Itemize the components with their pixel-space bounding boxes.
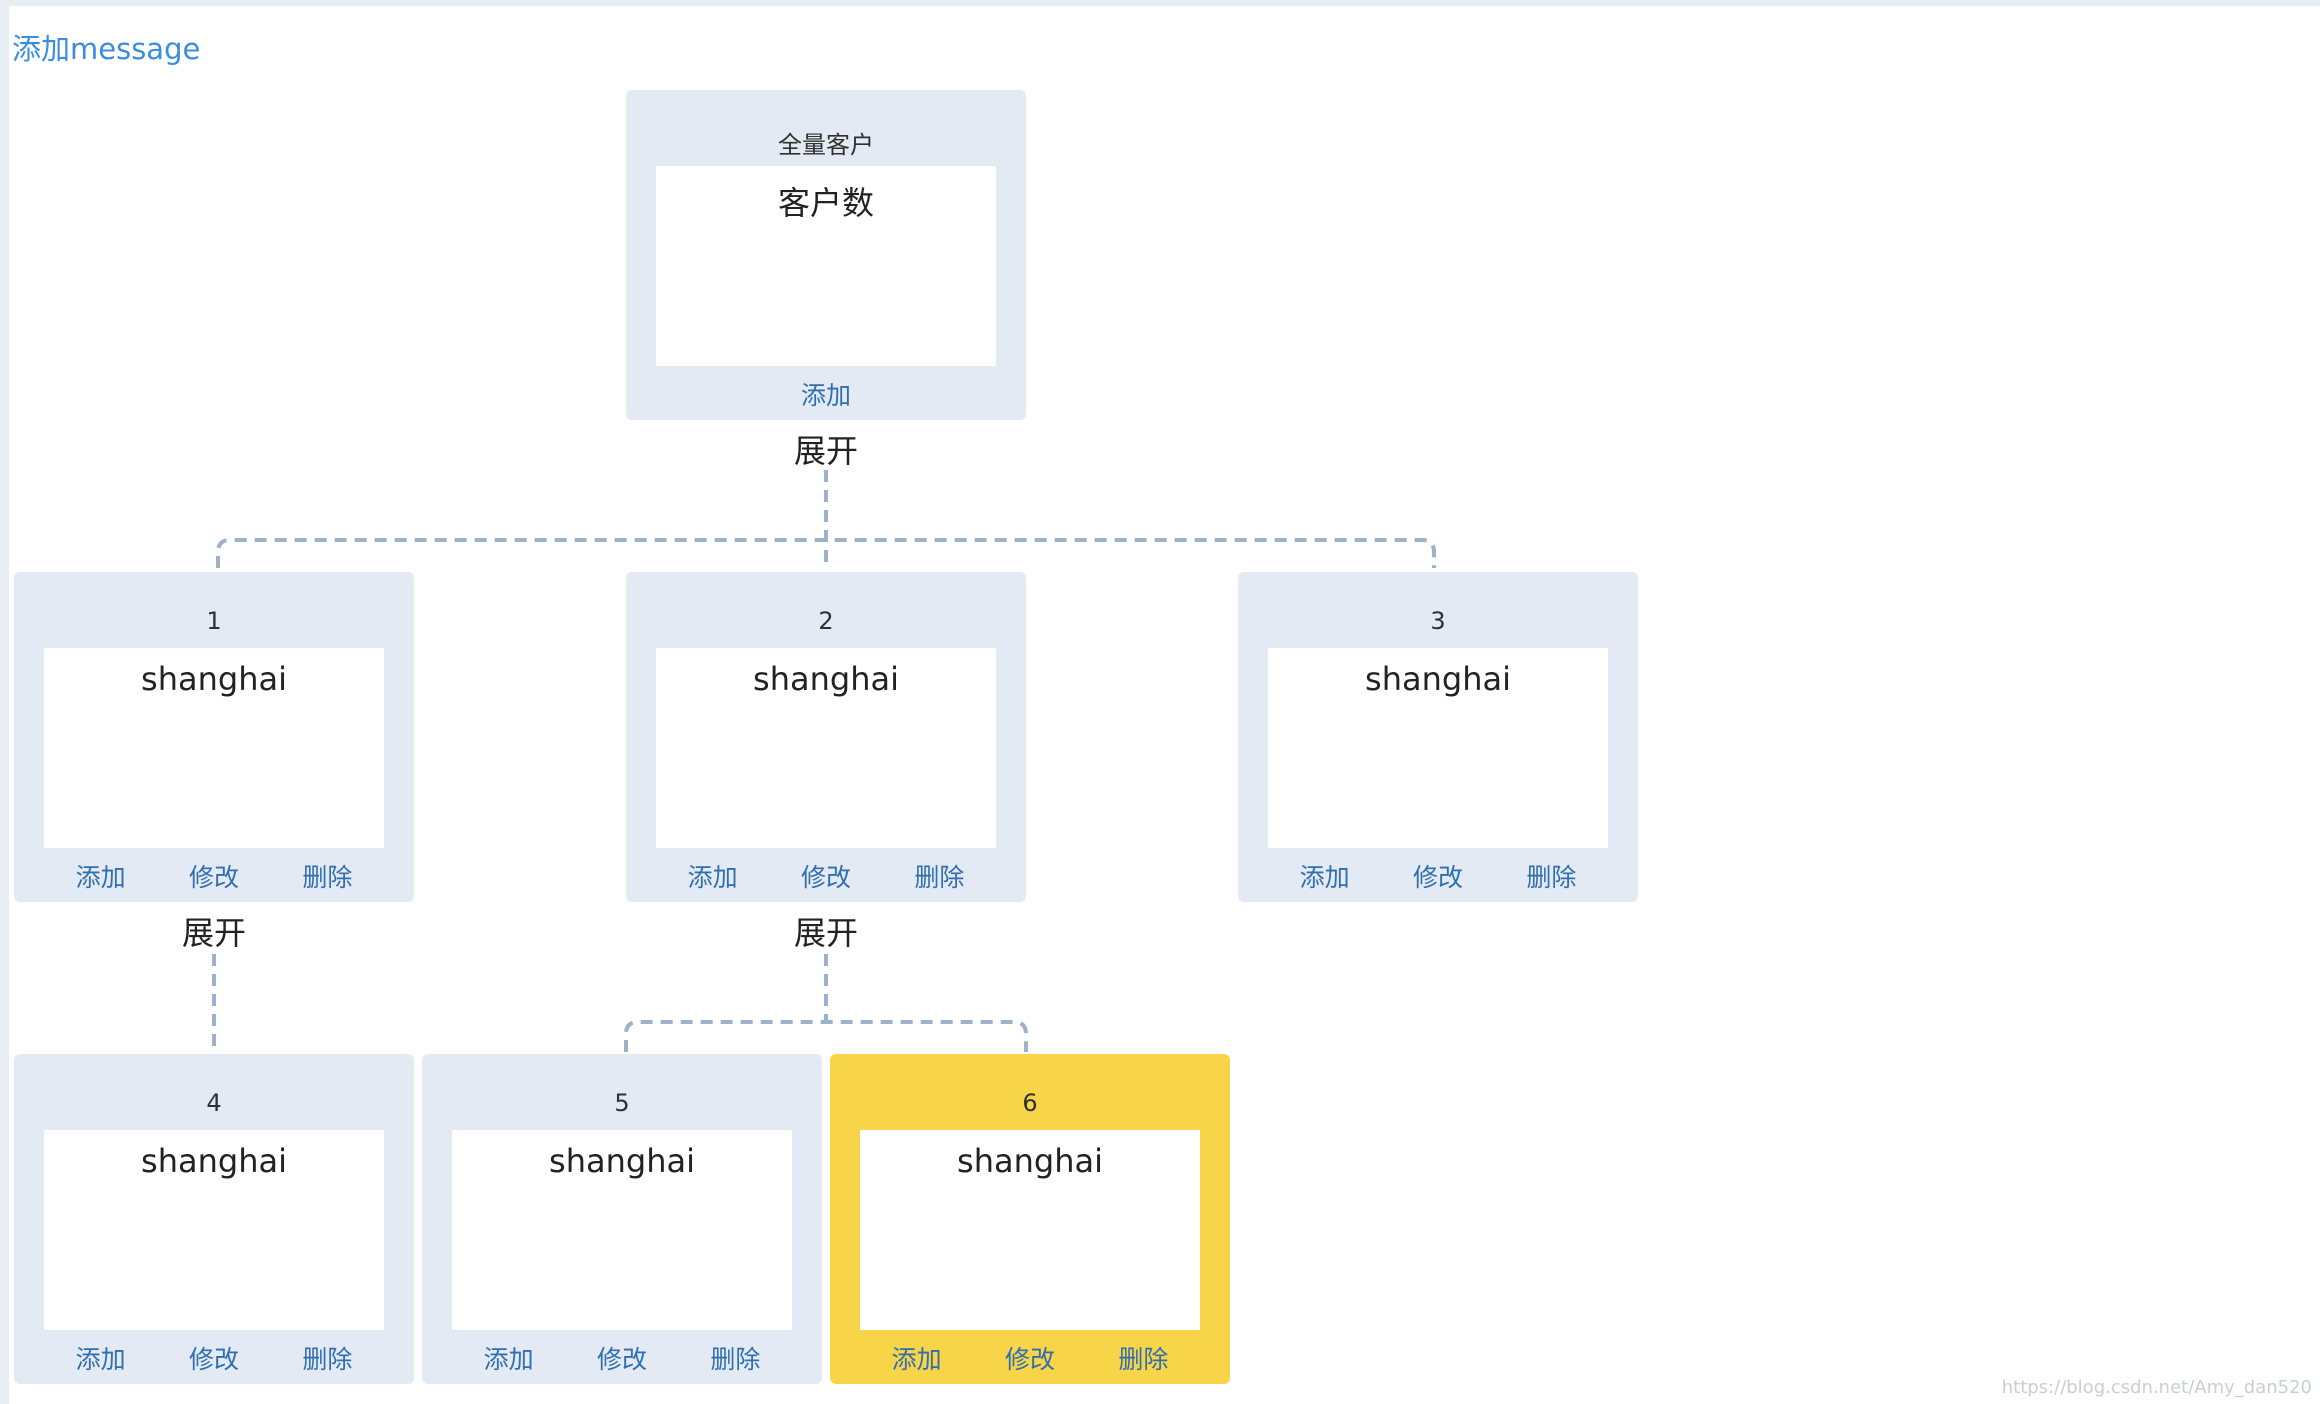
delete-button[interactable]: 删除	[302, 1345, 353, 1374]
add-button[interactable]: 添加	[800, 381, 851, 410]
node-content-box: 客户数	[656, 166, 996, 366]
node-actions: 添加 修改 删除	[44, 858, 384, 894]
tree-node-3[interactable]: 3 shanghai 添加 修改 删除	[1238, 572, 1638, 902]
edit-button[interactable]: 修改	[188, 1345, 239, 1374]
expand-toggle-node-1[interactable]: 展开	[181, 914, 246, 952]
node-title: 全量客户	[778, 131, 874, 159]
edit-button[interactable]: 修改	[188, 863, 239, 892]
tree-node-2[interactable]: 2 shanghai 添加 修改 删除	[626, 572, 1026, 902]
add-button[interactable]: 添加	[891, 1345, 942, 1374]
node-content-box: shanghai	[860, 1130, 1200, 1330]
tree-node-1[interactable]: 1 shanghai 添加 修改 删除	[14, 572, 414, 902]
node-actions: 添加 修改 删除	[44, 1340, 384, 1376]
tree-node-5[interactable]: 5 shanghai 添加 修改 删除	[422, 1054, 822, 1384]
expand-toggle-node-2[interactable]: 展开	[793, 914, 858, 952]
node-content-box: shanghai	[44, 1130, 384, 1330]
tree-node-6-selected[interactable]: 6 shanghai 添加 修改 删除	[830, 1054, 1230, 1384]
connector-level2-bar	[624, 1020, 1028, 1052]
node-title: 5	[614, 1089, 630, 1117]
delete-button[interactable]: 删除	[710, 1345, 761, 1374]
node-content: shanghai	[753, 660, 899, 698]
delete-button[interactable]: 删除	[1118, 1345, 1169, 1374]
delete-button[interactable]: 删除	[302, 863, 353, 892]
edit-button[interactable]: 修改	[1004, 1345, 1055, 1374]
node-actions: 添加 修改 删除	[1268, 858, 1608, 894]
connector-level1-bar	[216, 538, 1436, 568]
edit-button[interactable]: 修改	[1412, 863, 1463, 892]
delete-button[interactable]: 删除	[914, 863, 965, 892]
node-actions: 添加 修改 删除	[452, 1340, 792, 1376]
add-button[interactable]: 添加	[687, 863, 738, 892]
node-title: 4	[206, 1089, 222, 1117]
node-content-box: shanghai	[452, 1130, 792, 1330]
node-content: shanghai	[141, 1142, 287, 1180]
top-border	[0, 0, 2320, 6]
node-content: shanghai	[141, 660, 287, 698]
edit-button[interactable]: 修改	[800, 863, 851, 892]
node-title: 3	[1430, 607, 1446, 635]
add-button[interactable]: 添加	[75, 863, 126, 892]
expand-toggle-root[interactable]: 展开	[793, 432, 858, 470]
node-content: shanghai	[549, 1142, 695, 1180]
node-content-box: shanghai	[1268, 648, 1608, 848]
add-button[interactable]: 添加	[75, 1345, 126, 1374]
add-button[interactable]: 添加	[1299, 863, 1350, 892]
node-content: shanghai	[957, 1142, 1103, 1180]
node-content: 客户数	[777, 184, 874, 222]
add-button[interactable]: 添加	[483, 1345, 534, 1374]
node-title: 2	[818, 607, 834, 635]
node-actions: 添加	[656, 376, 996, 412]
tree-node-4[interactable]: 4 shanghai 添加 修改 删除	[14, 1054, 414, 1384]
add-message-link[interactable]: 添加message	[12, 32, 201, 66]
node-content: shanghai	[1365, 660, 1511, 698]
node-title: 6	[1022, 1089, 1038, 1117]
node-content-box: shanghai	[656, 648, 996, 848]
node-title: 1	[206, 607, 222, 635]
edit-button[interactable]: 修改	[596, 1345, 647, 1374]
node-actions: 添加 修改 删除	[656, 858, 996, 894]
node-actions: 添加 修改 删除	[860, 1340, 1200, 1376]
delete-button[interactable]: 删除	[1526, 863, 1577, 892]
left-border	[0, 0, 9, 1404]
node-content-box: shanghai	[44, 648, 384, 848]
root-node[interactable]: 全量客户 客户数 添加	[626, 90, 1026, 420]
watermark: https://blog.csdn.net/Amy_dan520	[2001, 1377, 2312, 1398]
